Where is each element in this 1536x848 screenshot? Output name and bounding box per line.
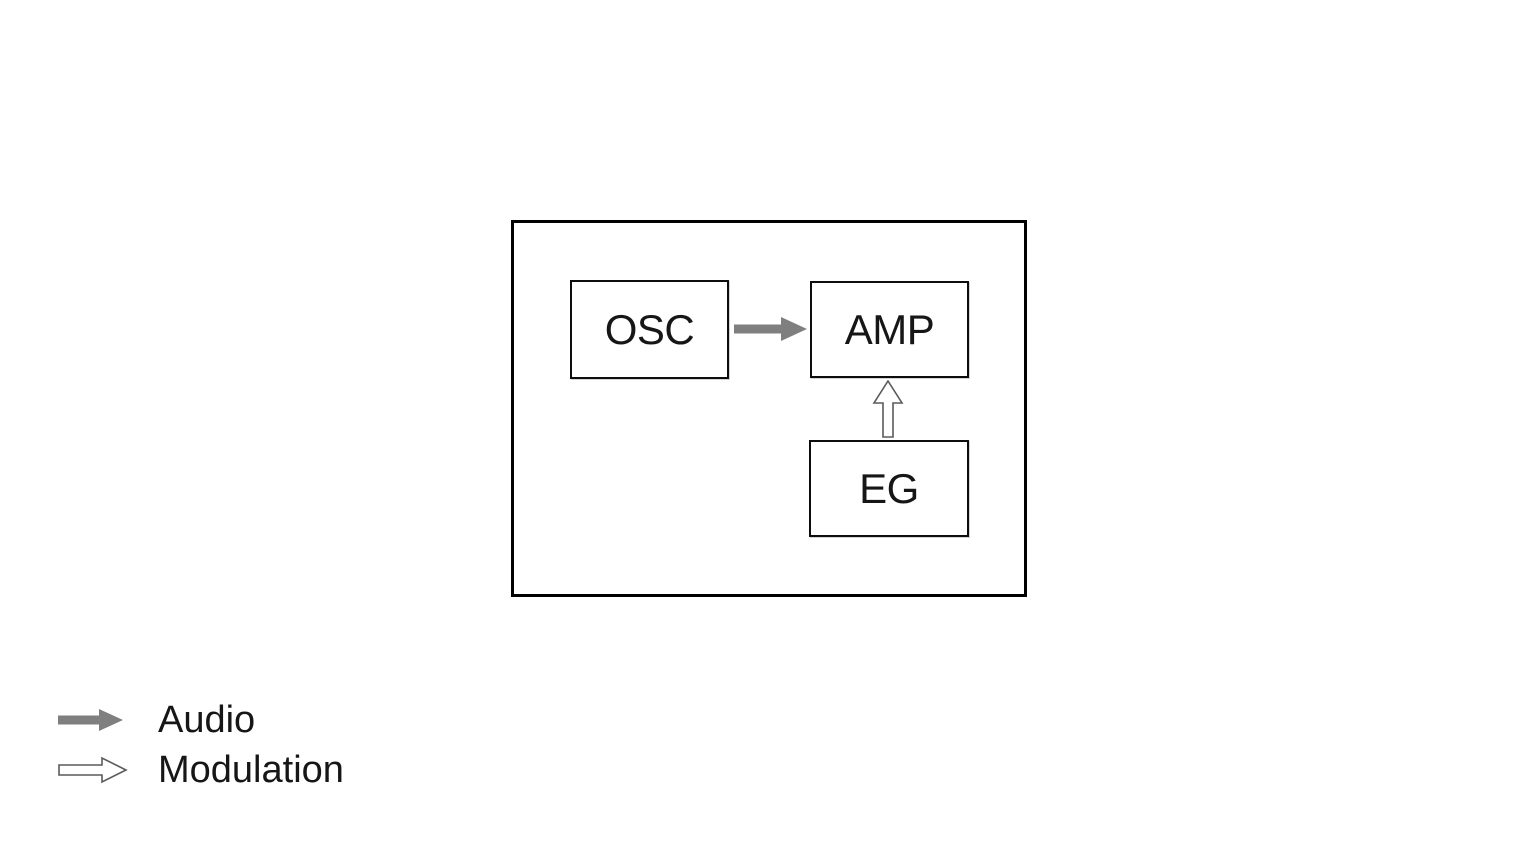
modulation-arrow-eg-to-amp-icon xyxy=(872,380,904,438)
node-amp-label: AMP xyxy=(844,305,935,353)
node-amp: AMP xyxy=(810,281,969,378)
legend-label-audio: Audio xyxy=(158,699,256,741)
legend-item-audio: Audio xyxy=(58,695,344,745)
legend: Audio Modulation xyxy=(58,695,344,795)
diagram-boundary-box xyxy=(511,220,1027,597)
modulation-arrow-legend-icon xyxy=(58,755,158,785)
node-eg-label: EG xyxy=(859,464,919,512)
legend-label-modulation: Modulation xyxy=(158,749,344,791)
audio-arrow-legend-icon xyxy=(58,707,158,733)
legend-item-modulation: Modulation xyxy=(58,745,344,795)
audio-arrow-osc-to-amp-icon xyxy=(734,317,807,341)
node-osc-label: OSC xyxy=(604,305,695,353)
node-eg: EG xyxy=(809,440,969,537)
node-osc: OSC xyxy=(570,280,729,379)
